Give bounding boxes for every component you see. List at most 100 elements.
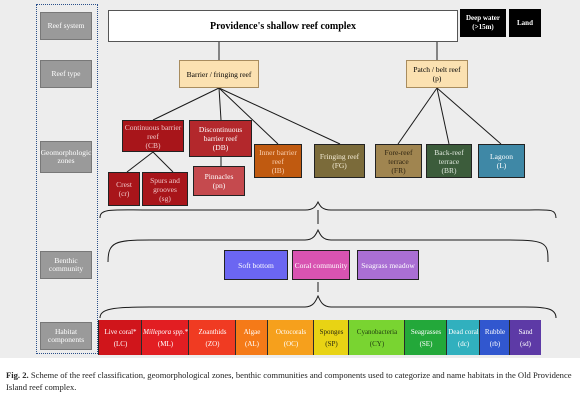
habitat-label: Seagrasses <box>410 327 442 336</box>
connector <box>218 87 222 121</box>
habitat-code: (OC) <box>283 339 299 348</box>
brace-habitat <box>99 294 557 319</box>
zone-discontinuous-barrier: Discontinuous barrier reef (DB) <box>189 120 252 157</box>
zone-continuous-barrier: Continuous barrier reef (CB) <box>122 120 184 152</box>
zone-code: (L) <box>496 161 507 170</box>
zone-inner-barrier: Inner barrier reef (IB) <box>254 144 302 178</box>
figure-number: Fig. 2. <box>6 370 29 380</box>
benthic-label: Soft bottom <box>238 260 274 270</box>
habitat-zoanthids: Zoanthids (ZO) <box>188 320 236 355</box>
zone-spurs-grooves: Spurs and grooves (sg) <box>142 172 188 206</box>
benthic-label: Seagrass meadow <box>361 260 415 270</box>
connector <box>397 87 438 145</box>
patch-belt-label: Patch / belt reef <box>413 65 461 74</box>
barrier-fringing-box: Barrier / fringing reef <box>179 60 259 88</box>
figure-caption: Fig. 2. Scheme of the reef classificatio… <box>6 369 574 393</box>
zone-fringing: Fringing reef (FG) <box>314 144 365 178</box>
zone-fore-reef-terrace: Fore-reef terrace (FR) <box>375 144 422 178</box>
level-label-reef-type: Reef type <box>40 60 92 88</box>
patch-belt-code: (p) <box>432 74 442 83</box>
habitat-label: Zoanthids <box>198 327 227 336</box>
level-label-text: Reef type <box>51 69 81 78</box>
level-label-geomorphologic-zones: Geomorphologic zones <box>40 141 92 173</box>
habitat-code: (dc) <box>457 339 470 348</box>
habitat-label: Sand <box>518 327 533 336</box>
patch-belt-box: Patch / belt reef (p) <box>406 60 468 88</box>
connector <box>436 87 502 145</box>
zone-label: Inner barrier reef <box>259 147 297 166</box>
habitat-live-coral: Live coral* (LC) <box>98 320 142 355</box>
habitat-sand: Sand (sd) <box>509 320 541 355</box>
reef-complex-box: Providence's shallow reef complex <box>108 10 458 42</box>
brace-benthic <box>107 228 549 263</box>
zone-label: Fringing reef <box>319 152 360 161</box>
habitat-code: (SE) <box>419 339 433 348</box>
habitat-label: Sponges <box>319 327 344 336</box>
habitat-cyanobacteria: Cyanobacteria (CY) <box>348 320 405 355</box>
zone-lagoon: Lagoon (L) <box>478 144 525 178</box>
habitat-code: (ML) <box>157 339 174 348</box>
habitat-code: (LC) <box>113 339 128 348</box>
zone-crest: Crest (cr) <box>108 172 140 206</box>
zone-label: Continuous barrier reef <box>124 122 182 141</box>
zone-label: Discontinuous barrier reef <box>198 125 243 143</box>
habitat-rubble: Rubble(rb) <box>479 320 510 355</box>
level-label-text: Benthic community <box>48 256 84 273</box>
habitat-code: (rb) <box>489 339 501 348</box>
habitat-sponges: Sponges(SP) <box>313 320 349 355</box>
zone-code: (cr) <box>118 189 130 198</box>
habitat-label: Dead coral <box>448 327 479 336</box>
level-label-habitat-components: Habitat components <box>40 322 92 350</box>
zone-code: (IB) <box>271 165 285 175</box>
habitat-code: (AL) <box>245 339 259 348</box>
habitat-millepora: Millepora spp.* (ML) <box>141 320 189 355</box>
land-box: Land <box>509 9 541 37</box>
zone-label: Crest <box>116 180 132 189</box>
zone-code: (BR) <box>441 165 457 175</box>
level-label-text: Habitat components <box>47 327 85 344</box>
level-label-reef-system: Reef system <box>40 12 92 40</box>
reef-complex-title: Providence's shallow reef complex <box>210 20 356 32</box>
connector <box>436 87 450 145</box>
zone-back-reef-terrace: Back-reef terrace (BR) <box>426 144 472 178</box>
habitat-label: Octocorals <box>275 327 307 336</box>
habitat-label: Millepora spp.* <box>143 327 188 336</box>
connector <box>152 87 220 121</box>
zone-label: Fore-reef terrace <box>384 147 413 166</box>
zone-code: (FG) <box>332 161 347 170</box>
zone-code: (pn) <box>212 181 226 190</box>
zone-pinnacles: Pinnacles (pn) <box>193 166 245 196</box>
connector <box>126 151 154 173</box>
zone-label: Back-reef terrace <box>434 147 464 166</box>
connector <box>218 87 341 145</box>
habitat-label: Algae <box>243 327 261 336</box>
land-label: Land <box>517 18 533 27</box>
connector <box>218 87 279 145</box>
level-sidebar <box>36 4 98 354</box>
habitat-code: (CY) <box>369 339 385 348</box>
diagram-background <box>0 0 580 358</box>
zone-code: (DB) <box>212 143 229 152</box>
connector <box>152 151 174 173</box>
habitat-code: (sd) <box>520 339 531 348</box>
benthic-label: Coral community <box>294 260 348 270</box>
level-label-text: Geomorphologic zones <box>40 148 92 165</box>
habitat-algae: Algae (AL) <box>235 320 268 355</box>
level-label-text: Reef system <box>47 21 85 30</box>
zone-label: Lagoon <box>490 152 513 161</box>
zone-label: Pinnacles <box>204 172 234 181</box>
barrier-fringing-label: Barrier / fringing reef <box>186 69 252 79</box>
caption-text: Scheme of the reef classification, geomo… <box>6 370 572 392</box>
deep-water-label: Deep water (>15m) <box>465 14 500 31</box>
zone-label: Spurs and grooves <box>150 175 180 194</box>
brace-zones <box>99 200 557 219</box>
habitat-code: (ZO) <box>205 339 220 348</box>
zone-code: (CB) <box>145 140 161 150</box>
habitat-dead-coral: Dead coral (dc) <box>446 320 480 355</box>
habitat-label: Cyanobacteria <box>356 327 398 336</box>
level-label-benthic-community: Benthic community <box>40 251 92 279</box>
habitat-octocorals: Octocorals (OC) <box>267 320 314 355</box>
habitat-label: Live coral* <box>104 327 137 336</box>
zone-code: (sg) <box>159 193 171 203</box>
